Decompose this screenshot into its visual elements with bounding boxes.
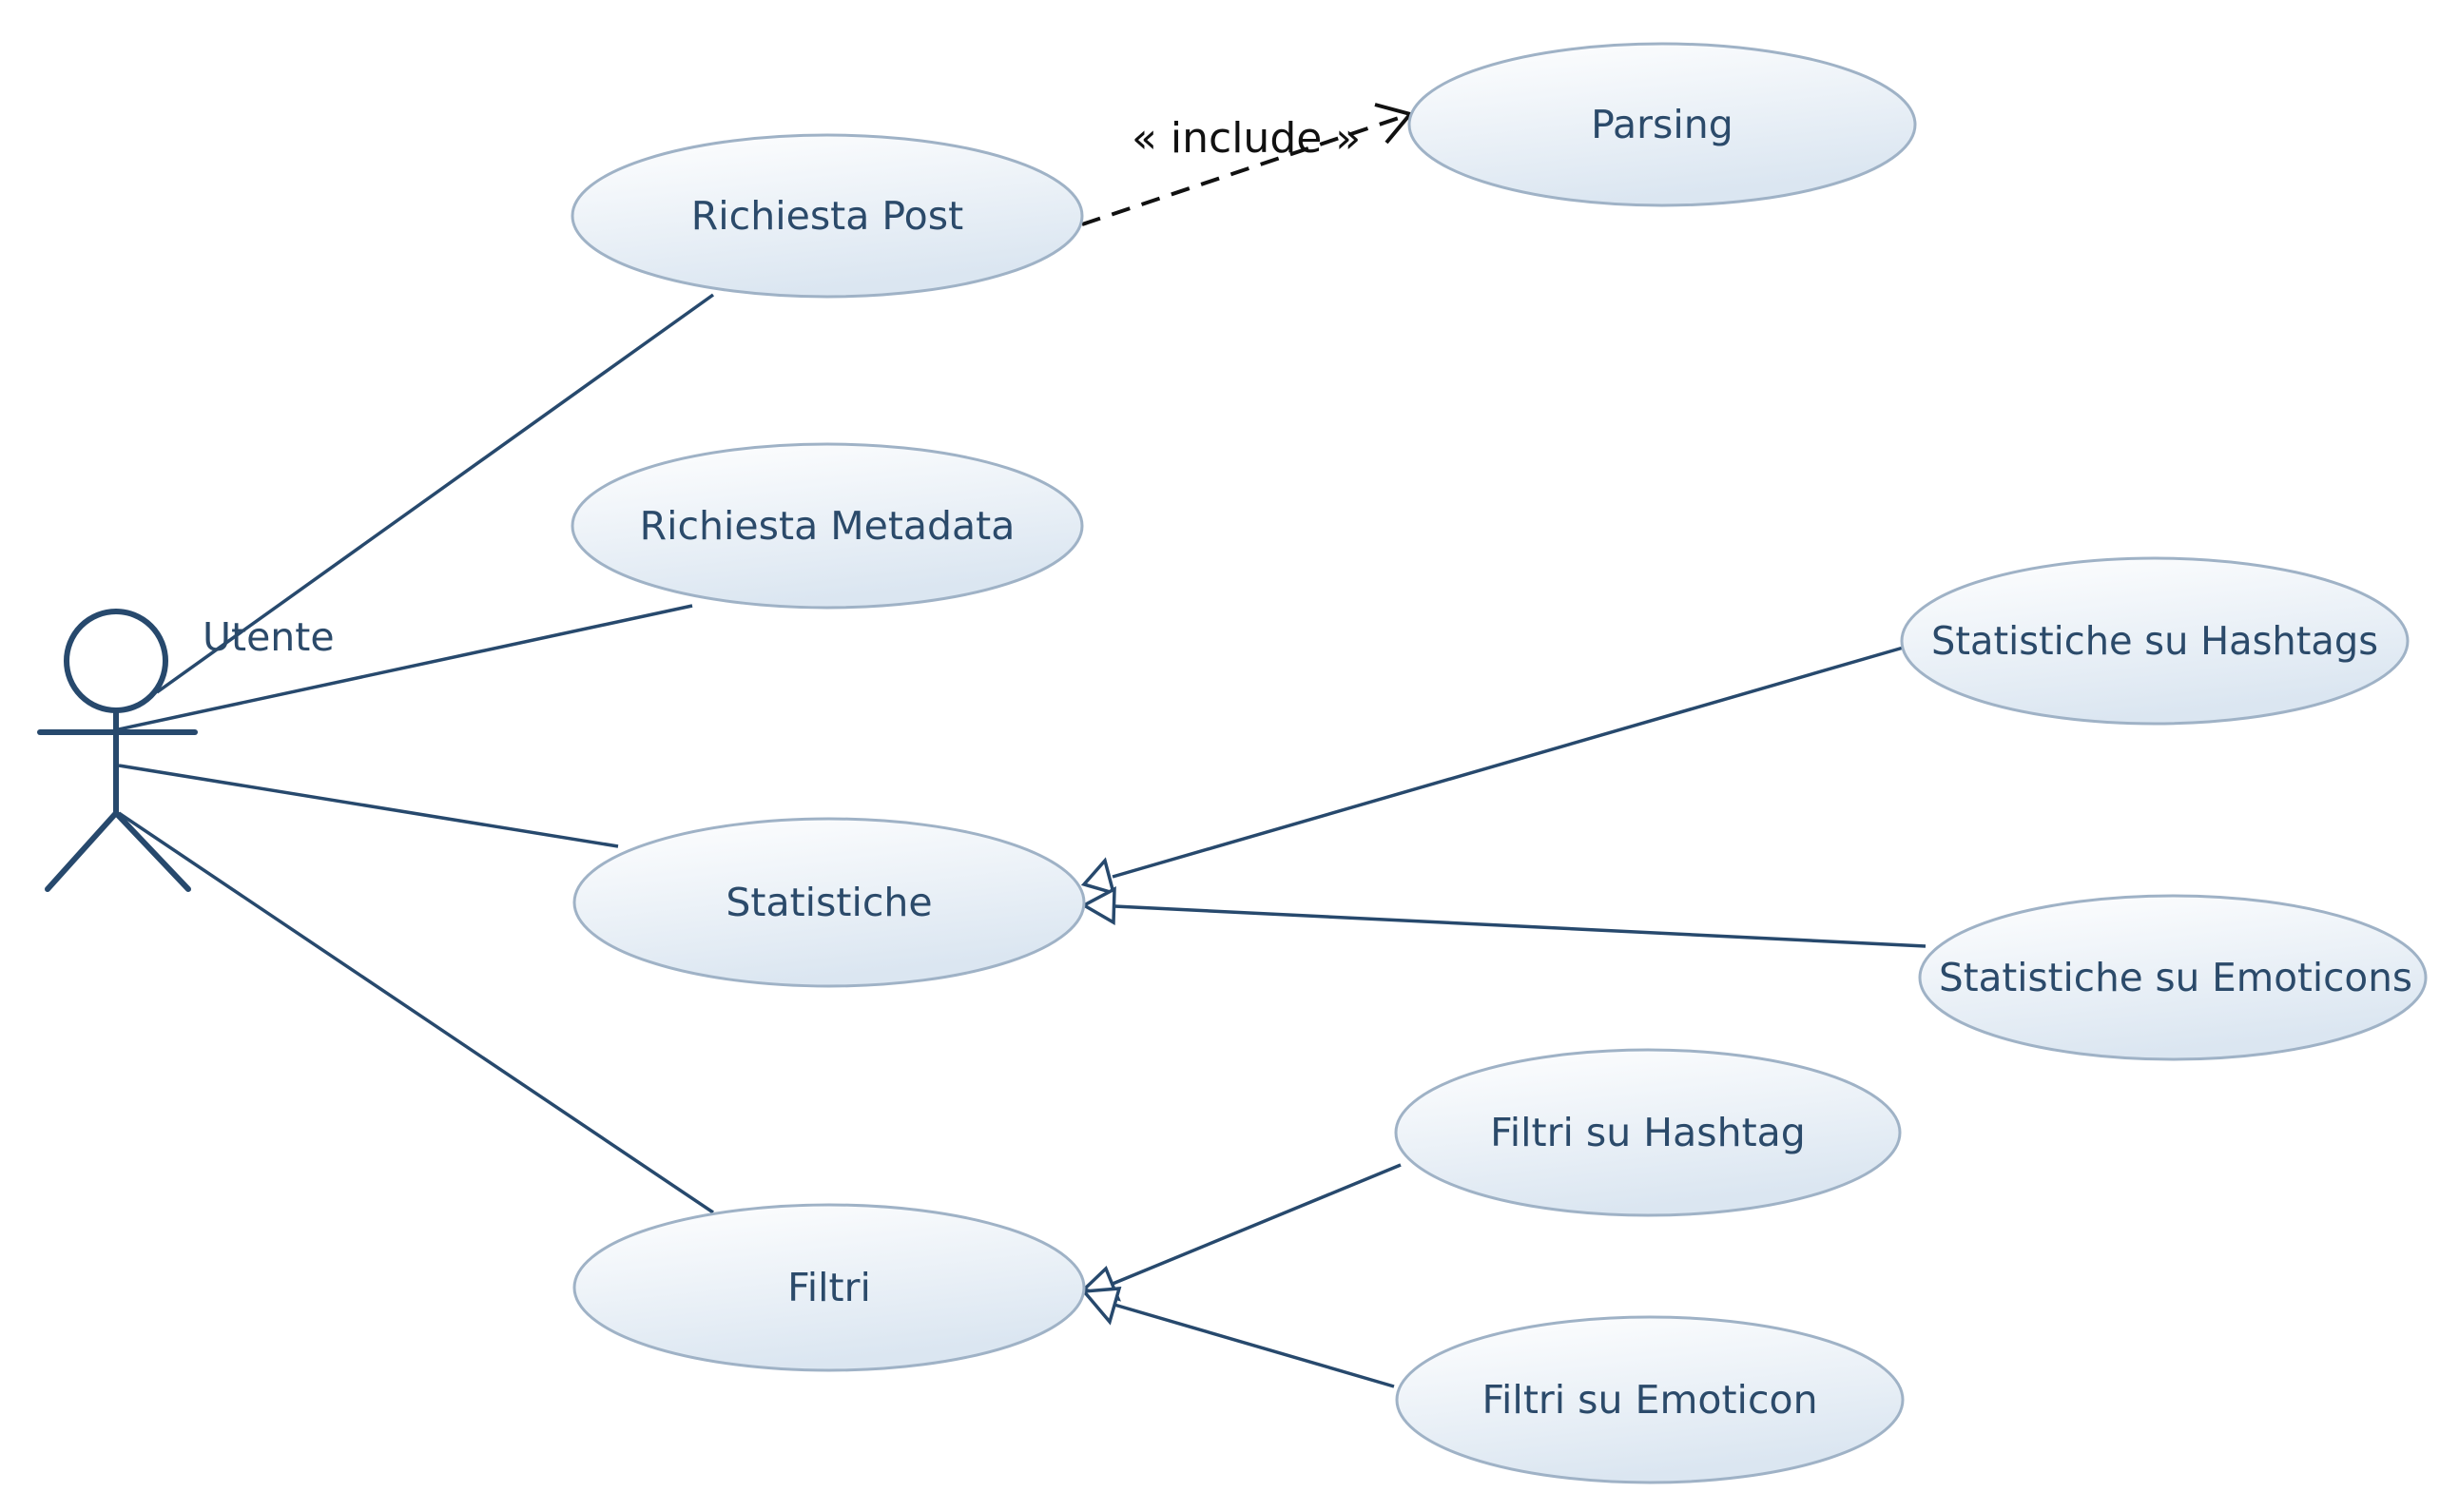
usecase-shape	[1394, 1048, 1902, 1217]
usecase-shape	[1395, 1315, 1905, 1484]
usecase-statistiche[interactable]: Statistiche	[572, 817, 1086, 988]
usecase-filtri[interactable]: Filtri	[572, 1203, 1086, 1372]
usecase-label: Richiesta Post	[691, 193, 963, 239]
usecase-shape	[1900, 556, 2410, 726]
generalization-line-emoticons	[1113, 904, 1927, 948]
usecase-statistiche-su-hashtags[interactable]: Statistiche su Hashtags	[1900, 556, 2410, 726]
generalization-line-filtri-hashtag	[1112, 1163, 1402, 1286]
usecase-shape	[571, 442, 1084, 610]
usecase-statistiche-su-emoticons[interactable]: Statistiche su Emoticons	[1918, 894, 2428, 1061]
generalization-arrow-statistiche-hashtags	[1080, 857, 1116, 896]
usecase-label: Filtri su Hashtag	[1490, 1110, 1806, 1155]
generalization-arrow-filtri-emoticon	[1080, 1287, 1122, 1326]
include-dependency-line	[1081, 112, 1411, 226]
actor-head	[64, 609, 168, 713]
usecase-shape	[572, 1203, 1086, 1372]
usecase-label: Statistiche su Emoticons	[1939, 955, 2412, 1000]
generalization-line-filtri-emoticon	[1113, 1303, 1395, 1388]
association-line-statistiche	[118, 764, 619, 848]
actor-label: Utente	[203, 614, 335, 660]
usecase-shape	[1407, 42, 1917, 207]
generalization-line-hashtags	[1112, 645, 1907, 879]
actor-left-leg	[45, 810, 119, 892]
usecase-filtri-su-emoticon[interactable]: Filtri su Emoticon	[1395, 1315, 1905, 1484]
usecase-label: Parsing	[1591, 102, 1733, 147]
usecase-richiesta-metadata[interactable]: Richiesta Metadata	[571, 442, 1084, 610]
usecase-label: Filtri su Emoticon	[1481, 1377, 1817, 1423]
usecase-label: Statistiche	[726, 880, 932, 925]
actor-utente[interactable]	[37, 609, 198, 892]
usecase-parsing[interactable]: Parsing	[1407, 42, 1917, 207]
include-stereotype-label: « include »	[1132, 114, 1361, 163]
usecase-filtri-su-hashtag[interactable]: Filtri su Hashtag	[1394, 1048, 1902, 1217]
usecase-label: Statistiche su Hashtags	[1931, 618, 2378, 664]
association-line-richiesta-metadata	[113, 604, 693, 732]
usecase-shape	[1918, 894, 2428, 1061]
association-line-filtri	[118, 811, 714, 1214]
usecase-shape	[572, 817, 1086, 988]
generalization-arrow-statistiche-emoticons	[1080, 886, 1116, 925]
usecase-label: Richiesta Metadata	[640, 503, 1016, 549]
actor-right-leg	[113, 810, 191, 892]
usecase-richiesta-post[interactable]: Richiesta Post	[571, 133, 1084, 299]
usecase-label: Filtri	[787, 1265, 871, 1310]
usecase-shape	[571, 133, 1084, 299]
association-line-richiesta-post	[155, 293, 715, 694]
